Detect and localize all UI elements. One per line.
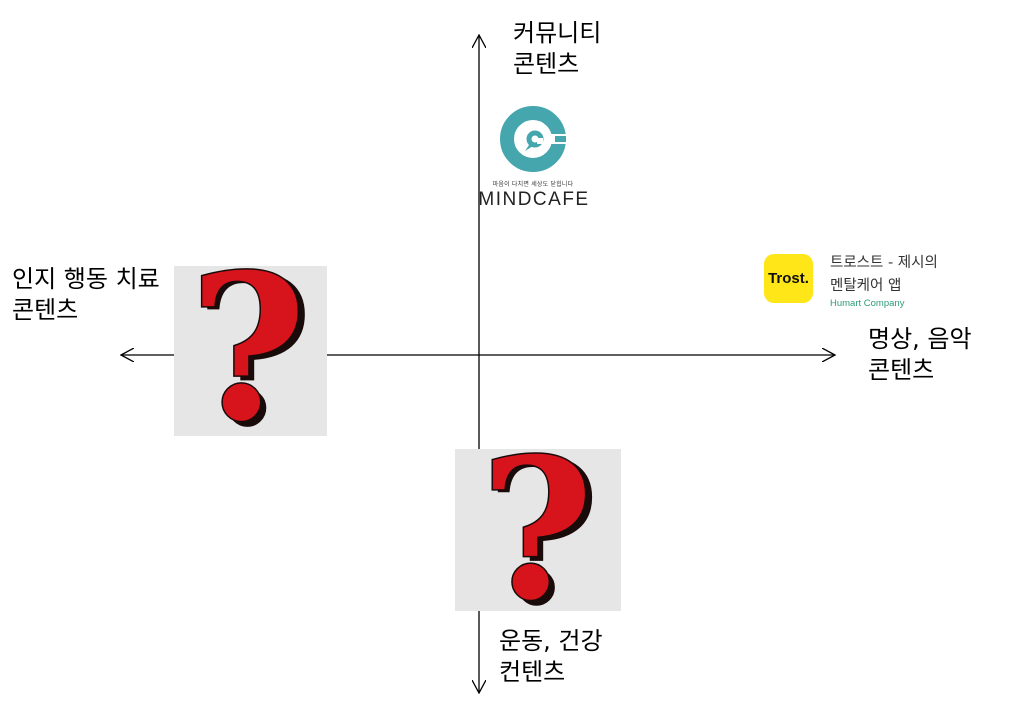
mindcafe-tagline: 마음이 다치면 세상도 닫힙니다	[492, 181, 574, 188]
question-mark-icon: ? ?	[479, 449, 601, 611]
trost-app-icon: Trost.	[764, 254, 813, 303]
svg-text:?: ?	[194, 266, 314, 436]
mindcafe-wordmark: MINDCAFE	[478, 189, 590, 210]
svg-text:?: ?	[480, 449, 593, 611]
svg-text:?: ?	[189, 266, 306, 436]
question-mark-bottom-box: ? ?	[455, 449, 621, 611]
axis-left-label: 인지 행동 치료 콘텐츠	[12, 265, 160, 324]
question-mark-icon: ? ?	[188, 266, 314, 436]
axis-right-label: 명상, 음악 콘텐츠	[868, 325, 972, 384]
mindcafe-logo: 마음이 다치면 세상도 닫힙니다 MINDCAFE	[478, 100, 590, 215]
axis-top-label: 커뮤니티 콘텐츠	[513, 19, 602, 78]
mindcafe-cup-icon	[500, 106, 567, 172]
question-mark-left-box: ? ?	[174, 266, 327, 436]
trost-company: Humart Company	[830, 298, 905, 309]
trost-app-name: 트로스트 - 제시의 멘탈케어 앱	[830, 255, 938, 294]
trost-app: Trost. 트로스트 - 제시의 멘탈케어 앱 Humart Company	[764, 252, 964, 312]
svg-text:?: ?	[485, 449, 601, 611]
axis-bottom-label: 운동, 건강 컨텐츠	[499, 627, 603, 686]
